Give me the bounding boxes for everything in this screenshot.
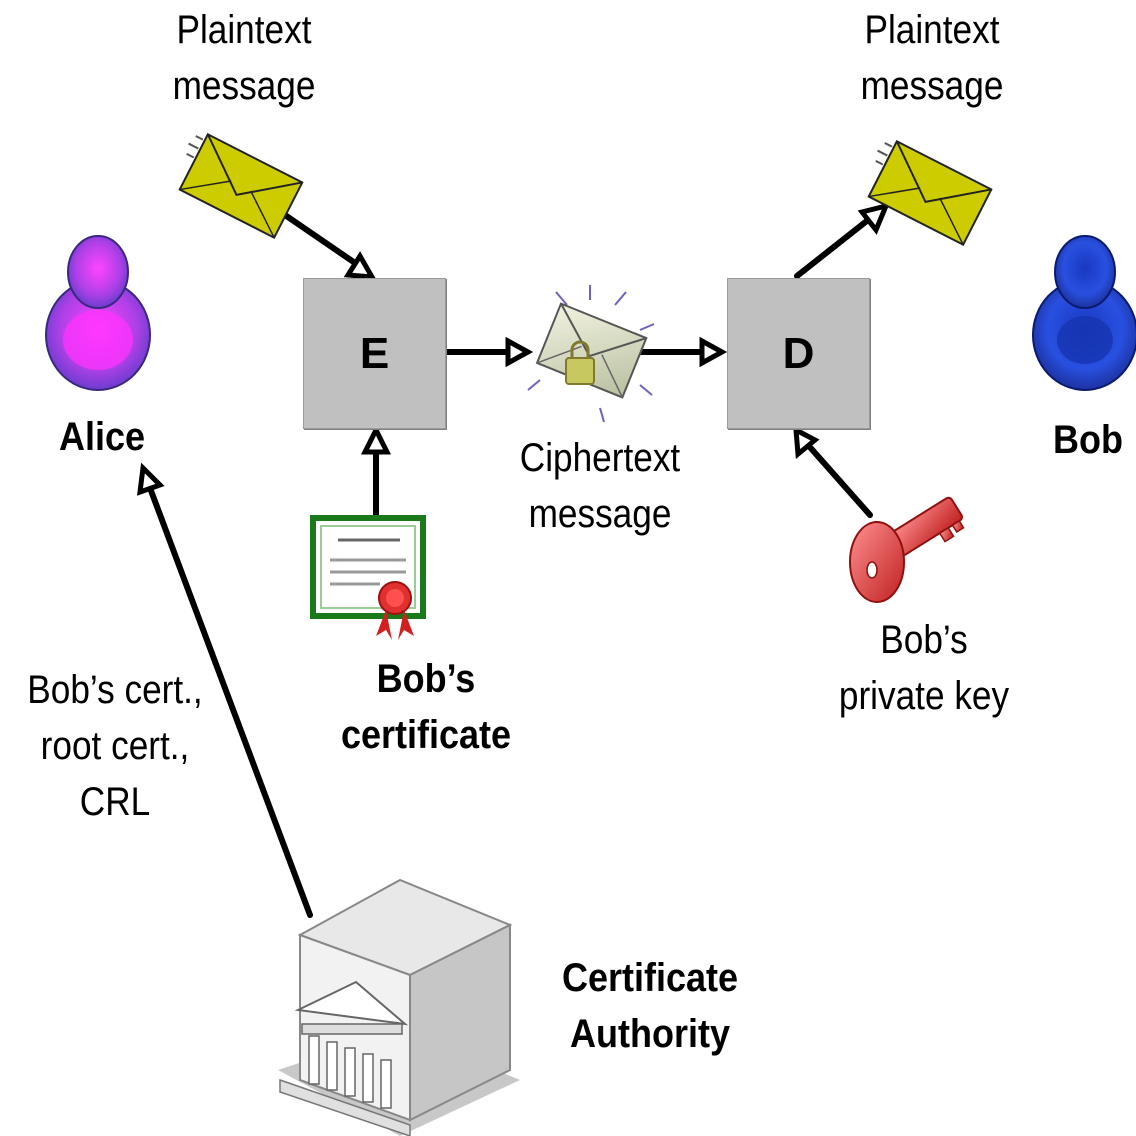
certificate-icon xyxy=(310,515,426,640)
arrow-e-to-ciphertext xyxy=(441,336,534,368)
certificate-authority-label: Certificate Authority xyxy=(561,956,739,1056)
decrypt-box: D xyxy=(727,278,870,429)
flow-arrows xyxy=(137,202,891,918)
key-icon xyxy=(849,496,965,603)
arrow-ca-to-alice xyxy=(137,462,313,918)
person-icon xyxy=(45,235,151,391)
alice-label: Alice xyxy=(58,415,146,459)
bob-label: Bob xyxy=(1052,418,1123,462)
bobs-certificate-label: Bob’s certificate xyxy=(340,657,512,757)
arrow-d-to-plaintext xyxy=(794,202,891,279)
arrow-ciphertext-to-d xyxy=(631,336,728,368)
arrow-key-to-d xyxy=(793,425,873,518)
building-icon xyxy=(278,878,520,1136)
bobs-private-key-label: Bob’s private key xyxy=(838,618,1010,718)
sealed-envelope-icon xyxy=(527,285,655,423)
arrow-plaintext-to-e xyxy=(282,212,377,280)
plaintext-label-left: Plaintext message xyxy=(172,8,316,108)
encrypt-box: E xyxy=(303,278,446,429)
arrow-certificate-to-e xyxy=(360,424,392,521)
ciphertext-label: Ciphertext message xyxy=(519,436,681,536)
plaintext-label-right: Plaintext message xyxy=(860,8,1004,108)
person-icon xyxy=(1032,235,1136,391)
envelope-icon xyxy=(867,139,993,247)
envelope-icon xyxy=(178,132,304,240)
ca-distribution-label: Bob’s cert., root cert., CRL xyxy=(27,668,203,824)
